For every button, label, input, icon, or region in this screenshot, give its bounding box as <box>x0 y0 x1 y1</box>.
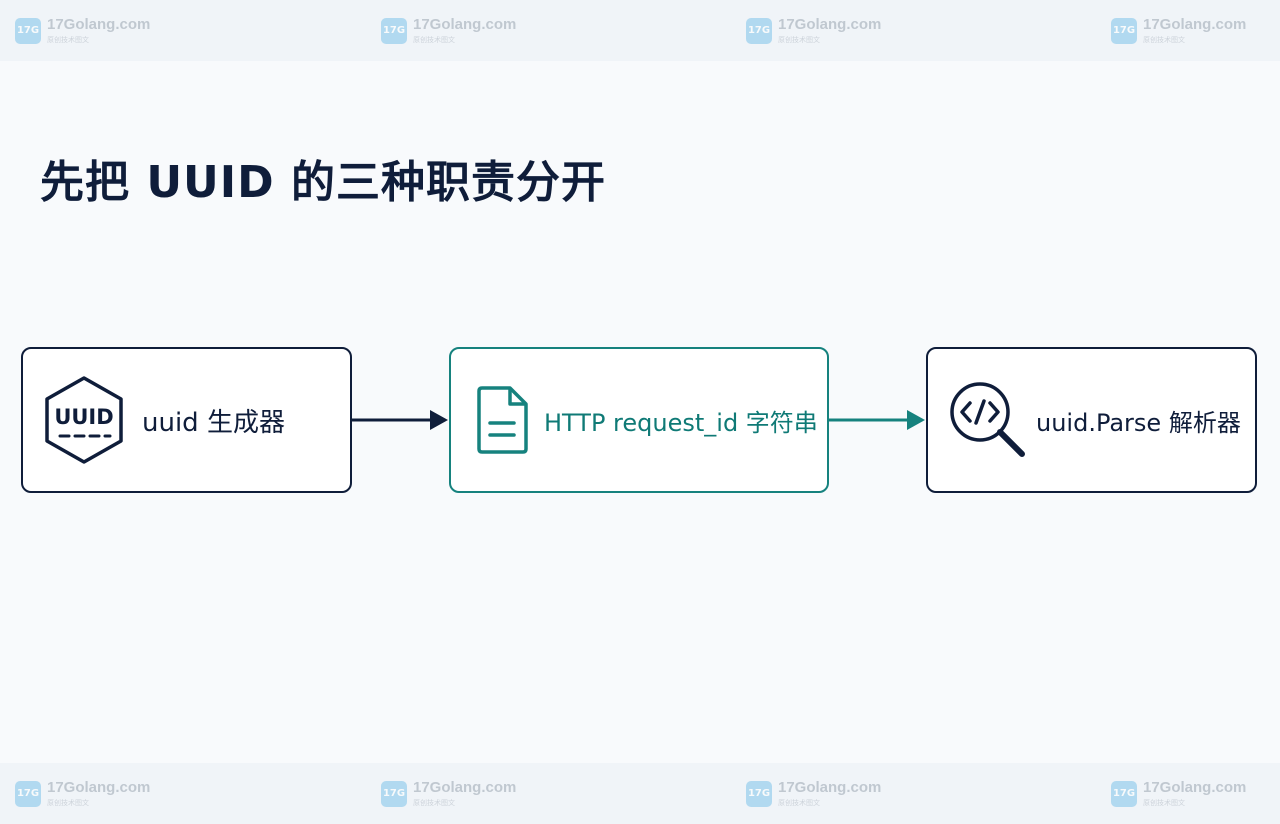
watermark: 17G 17Golang.com 原创技术图文 <box>746 16 881 45</box>
watermark-band-top: 17G 17Golang.com 原创技术图文 17G 17Golang.com… <box>0 0 1280 61</box>
uuid-hexagon-icon: UUID <box>45 376 123 464</box>
arrow-request-id-to-parser <box>829 410 925 430</box>
uuid-icon-text: UUID <box>54 405 113 429</box>
page-title: 先把 UUID 的三种职责分开 <box>40 157 606 208</box>
watermark-name: 17Golang.com <box>1143 779 1247 796</box>
watermark: 17G 17Golang.com 原创技术图文 <box>15 16 150 45</box>
watermark-name: 17Golang.com <box>47 16 151 33</box>
watermark-subtitle: 原创技术图文 <box>47 36 89 44</box>
watermark-logo-icon: 17G <box>15 780 41 807</box>
watermark: 17G 17Golang.com 原创技术图文 <box>381 16 516 45</box>
watermark-subtitle: 原创技术图文 <box>1143 36 1185 44</box>
diagram-node-uuid-parser: uuid.Parse 解析器 <box>926 347 1257 493</box>
watermark-logo-icon: 17G <box>746 780 772 807</box>
watermark-name: 17Golang.com <box>1143 16 1247 33</box>
watermark-subtitle: 原创技术图文 <box>47 799 89 807</box>
watermark: 17G 17Golang.com 原创技术图文 <box>746 779 881 808</box>
watermark-subtitle: 原创技术图文 <box>413 36 455 44</box>
diagram-node-uuid-generator: UUID uuid 生成器 <box>21 347 352 493</box>
watermark-logo-icon: 17G <box>381 17 407 44</box>
watermark-subtitle: 原创技术图文 <box>1143 799 1185 807</box>
arrow-generator-to-request-id <box>352 410 448 430</box>
watermark-logo-icon: 17G <box>15 17 41 44</box>
watermark-logo-icon: 17G <box>746 17 772 44</box>
watermark-logo-icon: 17G <box>1111 17 1137 44</box>
watermark-subtitle: 原创技术图文 <box>778 36 820 44</box>
watermark: 17G 17Golang.com 原创技术图文 <box>15 779 150 808</box>
watermark: 17G 17Golang.com 原创技术图文 <box>381 779 516 808</box>
watermark-band-bottom: 17G 17Golang.com 原创技术图文 17G 17Golang.com… <box>0 763 1280 824</box>
watermark: 17G 17Golang.com 原创技术图文 <box>1111 16 1246 45</box>
diagram-node-request-id-string: HTTP request_id 字符串 <box>449 347 829 493</box>
watermark-name: 17Golang.com <box>778 779 882 796</box>
watermark-subtitle: 原创技术图文 <box>778 799 820 807</box>
code-search-icon <box>950 382 1025 457</box>
watermark-name: 17Golang.com <box>47 779 151 796</box>
watermark: 17G 17Golang.com 原创技术图文 <box>1111 779 1246 808</box>
watermark-name: 17Golang.com <box>778 16 882 33</box>
node-label: HTTP request_id 字符串 <box>544 408 818 437</box>
watermark-name: 17Golang.com <box>413 779 517 796</box>
watermark-logo-icon: 17G <box>1111 780 1137 807</box>
document-icon <box>477 386 528 454</box>
node-label: uuid.Parse 解析器 <box>1036 408 1241 437</box>
watermark-name: 17Golang.com <box>413 16 517 33</box>
watermark-logo-icon: 17G <box>381 780 407 807</box>
node-label: uuid 生成器 <box>142 407 285 438</box>
watermark-subtitle: 原创技术图文 <box>413 799 455 807</box>
